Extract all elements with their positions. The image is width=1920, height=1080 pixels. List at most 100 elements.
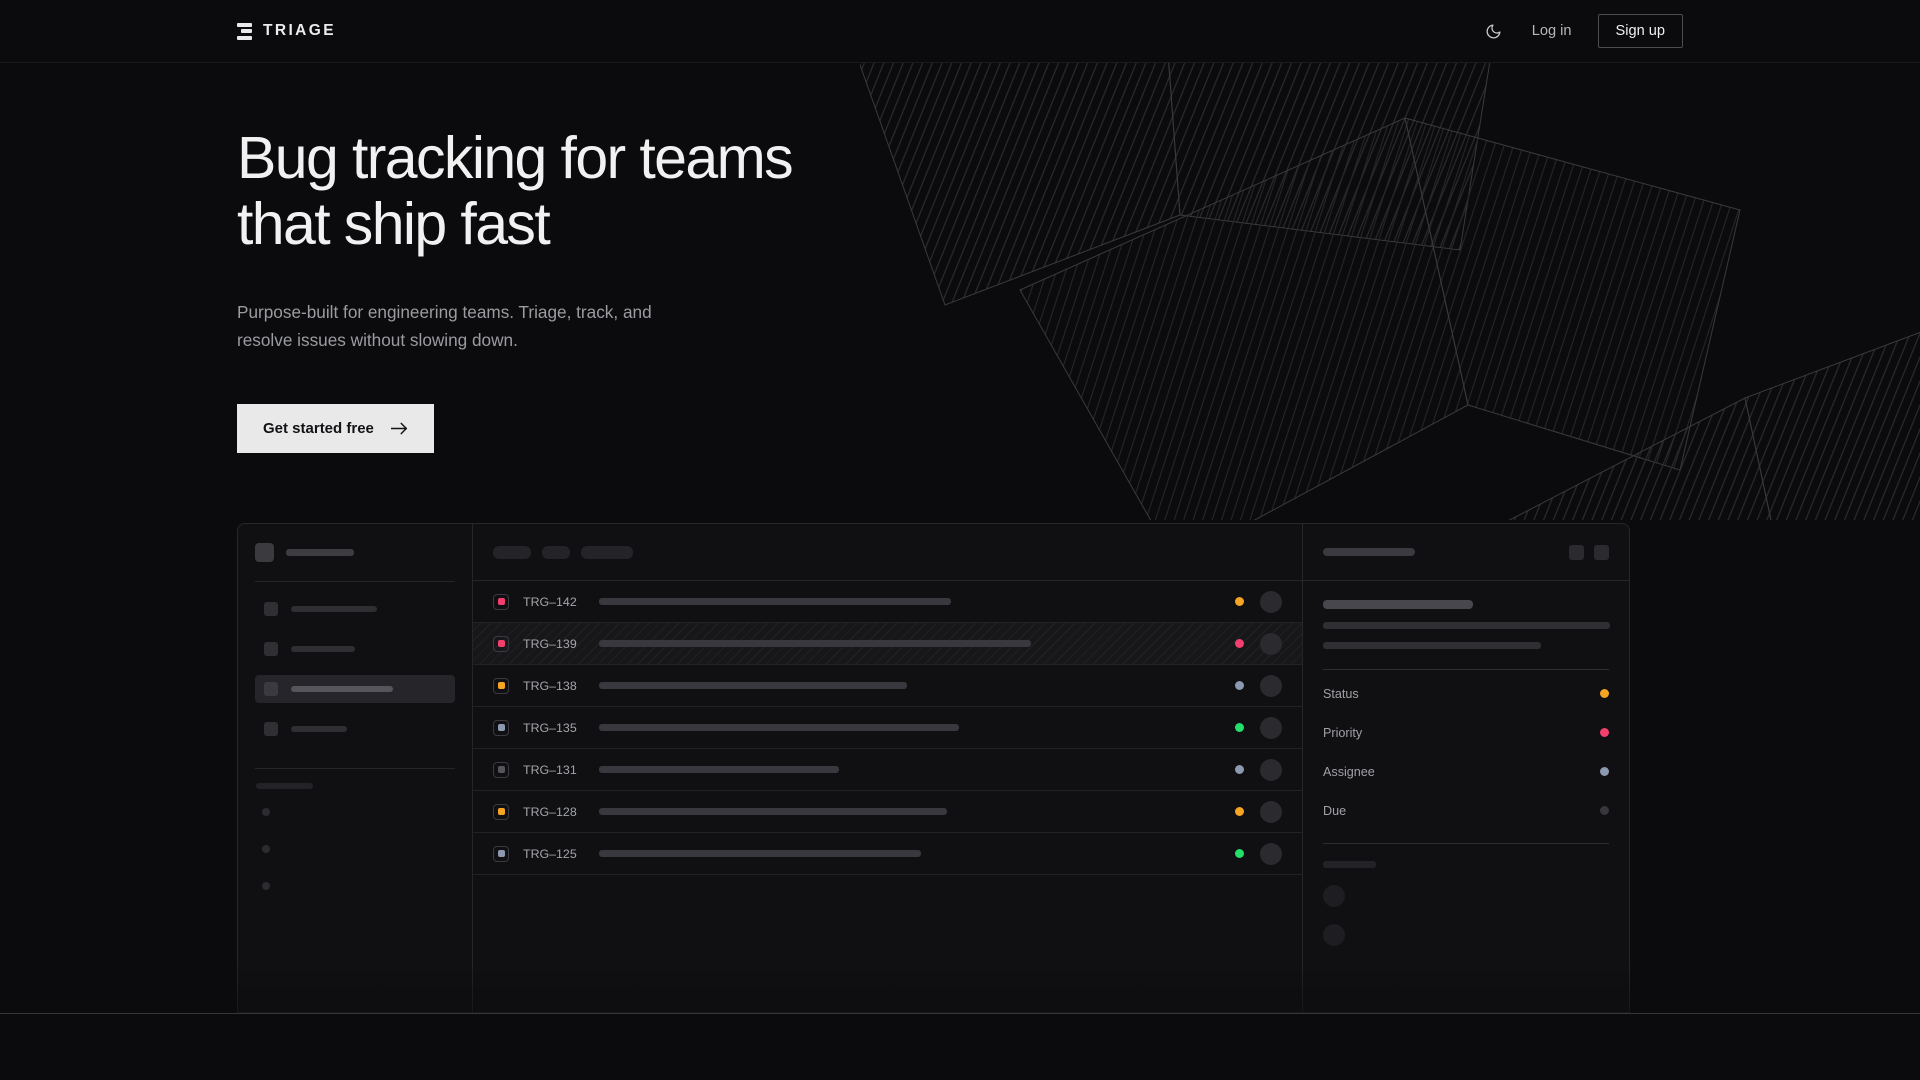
issue-row-meta [1235,632,1282,655]
detail-description-line-1 [1323,642,1541,649]
sidebar-item-2[interactable] [255,675,455,703]
detail-meta-value-dot [1600,689,1609,698]
detail-header-actions [1569,544,1609,560]
avatar [1260,842,1282,865]
issue-id: TRG–142 [523,594,577,609]
detail-meta-label: Assignee [1323,764,1375,779]
hero-section: Bug tracking for teams that ship fast Pu… [237,63,794,453]
table-row[interactable]: TRG–139 [473,623,1302,665]
decorative-hatched-panels [860,0,1920,520]
issue-title-placeholder [599,598,951,605]
issue-title-placeholder [599,682,907,689]
avatar [1260,716,1282,739]
top-navigation-bar: TRIAGE Log in Sign up [0,0,1920,63]
sidebar-item-0[interactable] [255,595,455,623]
issue-id: TRG–138 [523,678,577,693]
issue-type-badge-icon [493,635,509,652]
table-row[interactable]: TRG–142 [473,581,1302,623]
detail-header [1303,524,1629,581]
brand-logo[interactable]: TRIAGE [237,22,336,40]
table-row[interactable]: TRG–135 [473,707,1302,749]
workspace-name-placeholder [286,549,354,556]
sidebar-sub-item-1[interactable] [255,844,455,854]
sidebar-item-label-placeholder [291,726,347,732]
sidebar-sub-list [255,807,455,891]
sidebar-item-label-placeholder [291,606,377,612]
detail-meta-label: Due [1323,803,1347,818]
moon-icon[interactable] [1482,19,1506,43]
issue-title-placeholder [599,640,1031,647]
detail-meta-row[interactable]: Due [1323,795,1609,826]
sidebar-item-3[interactable] [255,715,455,743]
detail-meta-row[interactable]: Status [1323,678,1609,709]
issue-title-placeholder [599,850,921,857]
issue-status-dot [1235,765,1244,774]
issue-id: TRG–139 [523,636,577,651]
issue-list-toolbar [473,524,1302,581]
detail-action-button-2[interactable] [1594,544,1609,560]
workspace-avatar [255,543,274,562]
detail-activity-label [1323,861,1376,868]
sidebar-workspace-header[interactable] [255,524,455,581]
sidebar-item-label-placeholder [291,686,393,692]
detail-meta-row[interactable]: Priority [1323,717,1609,748]
table-row[interactable]: TRG–128 [473,791,1302,833]
issue-status-dot [1235,807,1244,816]
issue-id: TRG–125 [523,846,577,861]
detail-comment-avatar [1323,885,1345,907]
issue-row-meta [1235,800,1282,823]
detail-meta-row[interactable]: Assignee [1323,756,1609,787]
sidebar-item-icon [264,722,278,736]
sidebar-item-1[interactable] [255,635,455,663]
table-row[interactable]: TRG–131 [473,749,1302,791]
issue-title-placeholder [599,808,947,815]
detail-meta-value-dot [1600,806,1609,815]
detail-meta-value-dot [1600,767,1609,776]
issue-row-meta [1235,716,1282,739]
issue-status-dot [1235,849,1244,858]
avatar [1260,800,1282,823]
issue-row-meta [1235,842,1282,865]
detail-description-lines [1323,622,1610,649]
hero-subheading: Purpose-built for engineering teams. Tri… [237,302,652,351]
get-started-button[interactable]: Get started free [237,403,434,453]
sidebar-divider-top [255,581,455,582]
filter-chip-2[interactable] [581,545,633,559]
avatar [1260,590,1282,613]
avatar [1260,632,1282,655]
issue-status-dot [1235,681,1244,690]
signup-button[interactable]: Sign up [1597,14,1683,48]
nav-actions: Log in Sign up [1482,14,1683,48]
issue-type-badge-icon [493,677,509,694]
issue-id: TRG–135 [523,720,577,735]
sidebar-sub-item-2[interactable] [255,881,455,891]
detail-meta-label: Priority [1323,725,1363,740]
table-row[interactable]: TRG–125 [473,833,1302,875]
login-link[interactable]: Log in [1531,23,1572,39]
detail-action-button-1[interactable] [1569,544,1584,560]
issue-type-badge-icon [493,761,509,778]
sidebar-sub-item-0[interactable] [255,807,455,817]
sidebar-item-icon [264,642,278,656]
filter-chip-1[interactable] [542,545,570,559]
sidebar-sub-dot-icon [262,808,270,816]
filter-chip-0[interactable] [493,545,531,559]
sidebar-item-icon [264,602,278,616]
sidebar-section-label [256,783,313,789]
issue-title-placeholder [599,724,959,731]
avatar [1260,674,1282,697]
sidebar-item-icon [264,682,278,696]
sidebar-sub-dot-icon [262,882,270,890]
issue-type-badge-icon [493,845,509,862]
issue-row-meta [1235,758,1282,781]
sidebar-sub-dot-icon [262,845,270,853]
table-row[interactable]: TRG–138 [473,665,1302,707]
arrow-right-icon [390,422,407,435]
issue-status-dot [1235,723,1244,732]
